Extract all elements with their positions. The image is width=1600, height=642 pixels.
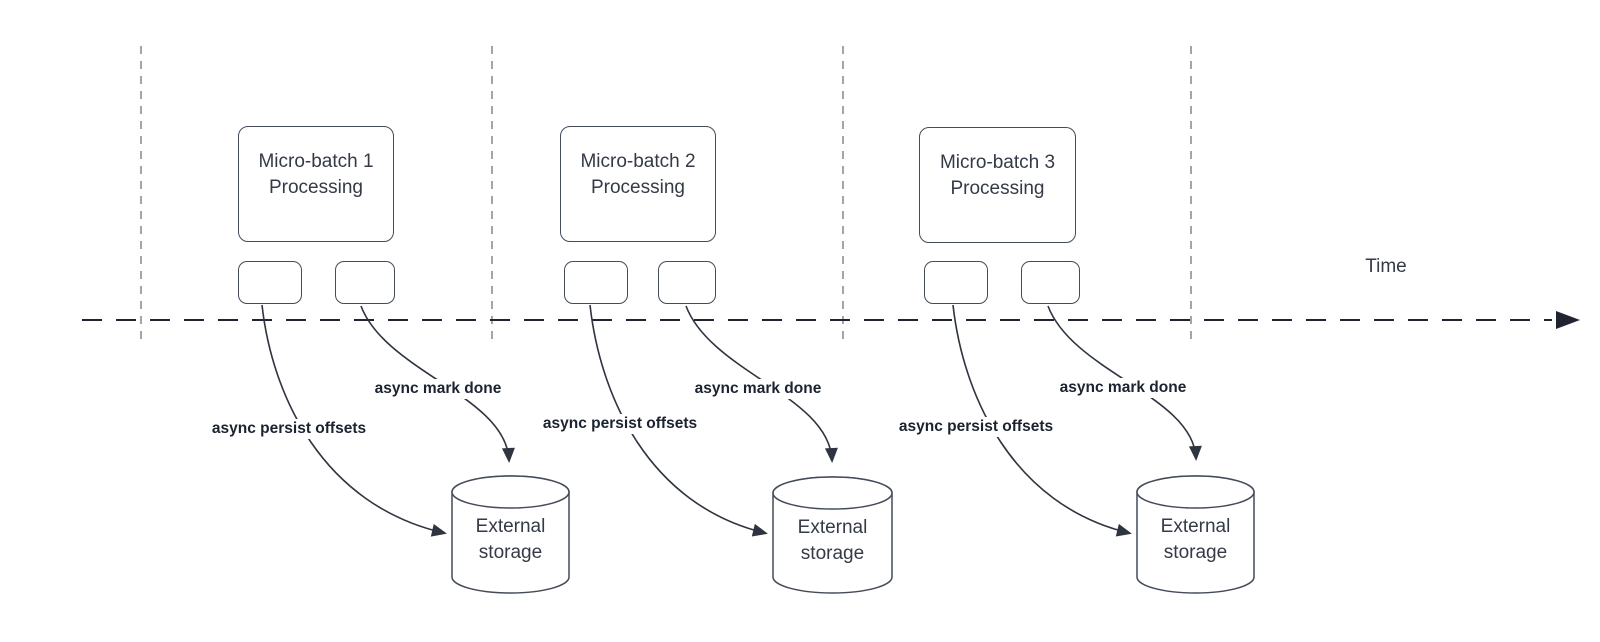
storage-cylinder-2 (772, 476, 893, 594)
batch-3-storage-label: External storage (1160, 516, 1231, 563)
batch-1-persist-offsets-label: async persist offsets (207, 419, 371, 439)
batch-2-persist-offsets-label: async persist offsets (538, 414, 702, 434)
time-axis-label: Time (1365, 256, 1407, 277)
batch-2-mark-done-task-box (658, 261, 716, 304)
micro-batch-2-processing-box: Micro-batch 2 Processing (560, 126, 716, 242)
batch-2-persist-task-box (564, 261, 628, 304)
time-axis-arrowhead (1556, 311, 1580, 329)
storage-cylinder-3 (1136, 475, 1255, 594)
batch-2-mark-done-label: async mark done (690, 379, 826, 399)
persist-offsets-arrow-3 (952, 304, 1132, 537)
batch-2-storage-label: External storage (797, 517, 868, 564)
batch-1-storage-label: External storage (475, 516, 546, 563)
batch-3-mark-done-label: async mark done (1055, 378, 1191, 398)
micro-batch-1-processing-box: Micro-batch 1 Processing (238, 126, 394, 242)
batch-1-mark-done-task-box (335, 261, 395, 304)
micro-batch-3-processing-box: Micro-batch 3 Processing (919, 127, 1076, 243)
micro-batch-1-title: Micro-batch 1 Processing (258, 151, 374, 198)
batch-3-persist-offsets-label: async persist offsets (894, 417, 1058, 437)
storage-cylinder-1 (451, 475, 570, 594)
micro-batch-2-title: Micro-batch 2 Processing (580, 151, 696, 198)
persist-offsets-arrow-2 (589, 304, 768, 537)
batch-1-persist-task-box (238, 261, 302, 304)
persist-offsets-arrow-1 (261, 304, 447, 537)
batch-3-persist-task-box (924, 261, 988, 304)
batch-3-mark-done-task-box (1021, 261, 1080, 304)
batch-1-mark-done-label: async mark done (370, 379, 506, 399)
micro-batch-3-title: Micro-batch 3 Processing (939, 152, 1056, 199)
